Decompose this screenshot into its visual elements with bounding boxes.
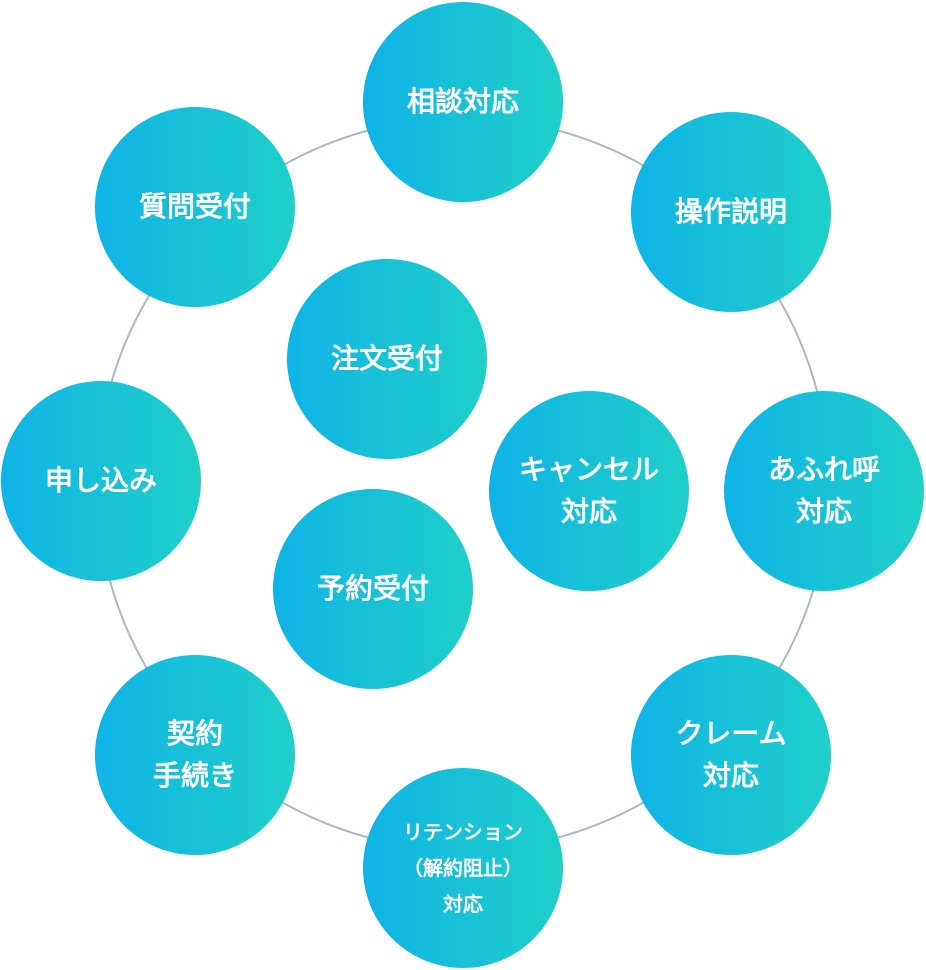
node-chumon: 注文受付 xyxy=(287,259,487,459)
node-sousa: 操作説明 xyxy=(631,112,831,312)
node-soudan: 相談対応 xyxy=(363,2,563,202)
node-cancel-label-2: 対応 xyxy=(560,495,617,528)
node-keiyaku-label-2: 手続き xyxy=(152,759,237,792)
node-moushi: 申し込み xyxy=(1,381,201,581)
node-retention-label-2: （解約阻止） xyxy=(403,856,523,880)
node-claim-label-2: 対応 xyxy=(702,759,759,792)
node-afure: あふれ呼 対応 xyxy=(724,391,924,591)
node-yoyaku-label-1: 予約受付 xyxy=(316,572,429,605)
node-keiyaku-label-1: 契約 xyxy=(166,717,223,750)
node-afure-label-1: あふれ呼 xyxy=(767,453,880,486)
node-soudan-label-1: 相談対応 xyxy=(406,85,519,118)
node-sousa-label-1: 操作説明 xyxy=(674,195,787,228)
node-retention-label-1: リテンション xyxy=(403,820,523,844)
node-retention-label-3: 対応 xyxy=(443,892,483,916)
node-afure-label-2: 対応 xyxy=(795,495,852,528)
node-retention: リテンション （解約阻止） 対応 xyxy=(363,768,563,968)
node-yoyaku: 予約受付 xyxy=(273,489,473,689)
node-cancel: キャンセル 対応 xyxy=(489,391,689,591)
node-claim-label-1: クレーム xyxy=(675,717,787,750)
node-claim: クレーム 対応 xyxy=(631,655,831,855)
node-cancel-label-1: キャンセル xyxy=(518,453,659,486)
node-keiyaku: 契約 手続き xyxy=(95,655,295,855)
node-chumon-label-1: 注文受付 xyxy=(330,342,443,375)
node-shitsumon-label-1: 質問受付 xyxy=(138,190,251,223)
node-shitsumon: 質問受付 xyxy=(95,107,295,307)
node-moushi-label-1: 申し込み xyxy=(44,464,157,497)
